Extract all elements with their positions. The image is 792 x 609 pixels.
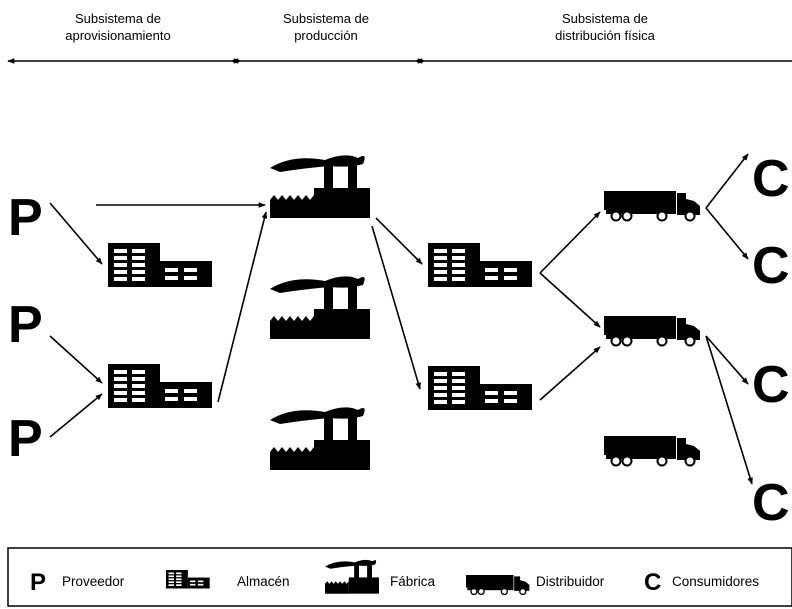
warehouse-icon [108,364,212,408]
production-subsystem-label-line2: producción [294,28,358,43]
warehouse-icon [166,570,210,589]
truck-icon [603,315,701,347]
flow-arrows [49,153,753,485]
legend-warehouse-label: Almacén [237,574,290,589]
supplier-p-1: P [8,189,43,247]
factory-icon [270,276,370,339]
warehouse-icon [108,243,212,287]
factory-icon [325,559,379,594]
arrow-p1-to-warehouse1 [49,202,103,265]
factory-icon [270,407,370,470]
arrow-p3-to-warehouse2 [49,393,103,438]
consumer-c-2: C [752,237,790,295]
factory-icon [270,155,370,218]
consumer-c-4: C [752,474,790,532]
distribution-subsystem-label-line2: distribución física [555,28,655,43]
warehouse-icon [428,243,532,287]
production-subsystem-label-line1: Subsistema de [283,11,369,26]
consumer-c-1: C [752,150,790,208]
supply-subsystem-label-line1: Subsistema de [75,11,161,26]
legend: P Proveedor Almacén Fábrica Distribuidor… [7,547,792,607]
legend-factory-label: Fábrica [390,574,436,589]
arrow-dwarehouse2-to-truck2 [539,346,601,401]
legend-consumer-symbol: C [644,569,661,596]
arrow-truck1-to-c2 [705,207,749,260]
legend-supplier-symbol: P [30,569,46,596]
arrow-truck2-to-c4 [705,335,753,485]
supplier-p-2: P [8,296,43,354]
supply-subsystem-label-line2: aprovisionamiento [65,28,171,43]
supplier-p-3: P [8,410,43,468]
arrow-dwarehouse1-to-truck2 [539,272,601,328]
consumer-c-3: C [752,356,790,414]
legend-box [7,547,792,607]
legend-distributor-label: Distribuidor [536,574,605,589]
arrow-factory1-to-dwarehouse1 [375,217,423,265]
arrow-factory1-to-dwarehouse2 [371,225,421,390]
arrow-dwarehouse1-to-truck1 [539,211,601,274]
truck-icon [603,435,701,467]
arrow-p2-to-warehouse2 [49,335,103,384]
truck-icon [603,190,701,222]
truck-icon [465,574,531,596]
warehouse-icon [428,366,532,410]
arrow-truck2-to-c3 [705,335,749,385]
arrow-truck1-to-c1 [705,153,749,209]
distribution-subsystem-label-line1: Subsistema de [562,11,648,26]
arrow-warehouse2-to-factory1 [217,211,268,403]
legend-consumers-label: Consumidores [672,574,759,589]
legend-supplier-label: Proveedor [62,574,125,589]
